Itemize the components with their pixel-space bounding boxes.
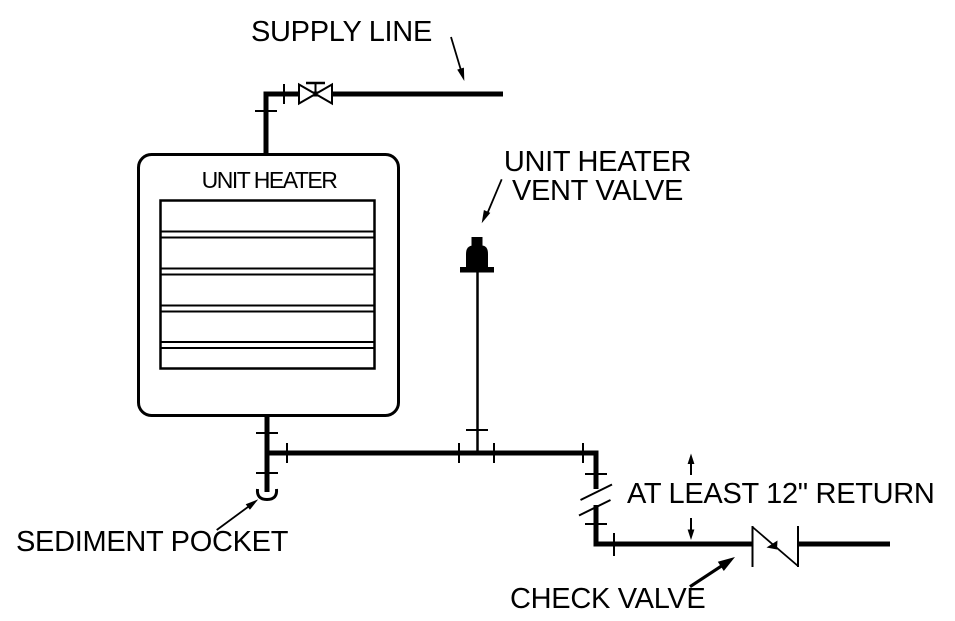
louver-slats [161,230,374,349]
check-valve-leader-arrow [689,557,735,589]
supply-line-label: SUPPLY LINE [251,16,432,48]
vent-valve-label: UNIT HEATER VENT VALVE [497,148,698,206]
gate-valve-left-wedge [298,82,318,106]
vent-valve-label-line1: UNIT HEATER [503,146,692,178]
gate-valve-icon [298,81,333,106]
vent-leader-arrow [481,178,503,224]
vent-valve-base [460,267,494,273]
dimension-arrow-down [687,518,695,540]
supply-pipe [263,91,503,157]
sediment-pocket-label: SEDIMENT POCKET [16,526,289,558]
dimension-arrows [687,453,695,540]
check-valve-label: CHECK VALVE [510,583,706,615]
louver-frame [159,199,376,370]
vent-valve-icon [460,237,494,273]
sediment-pocket-cap-icon [255,488,279,502]
vent-valve-label-line2: VENT VALVE [511,175,684,207]
vent-valve-bell [466,245,488,268]
gate-valve-right-wedge [313,82,333,106]
return-pipe-upper [265,450,599,489]
unit-heater-box [137,153,400,417]
sediment-leader-arrow [216,499,259,531]
dimension-arrow-up [687,453,695,475]
return-pipe-lower [593,505,752,547]
vent-valve-knob [471,237,483,247]
unit-heater-outline [137,153,400,417]
unit-heater-label: UNIT HEATER [201,167,338,193]
pipe-break-icon [578,483,613,517]
union-ticks [255,84,615,556]
supply-leader-arrow [450,36,465,81]
check-valve-icon [751,526,799,567]
return-dimension-label: AT LEAST 12" RETURN [627,478,935,510]
check-valve-flow-arrow [766,540,778,550]
leader-arrows [216,36,735,589]
pipes [263,91,890,547]
